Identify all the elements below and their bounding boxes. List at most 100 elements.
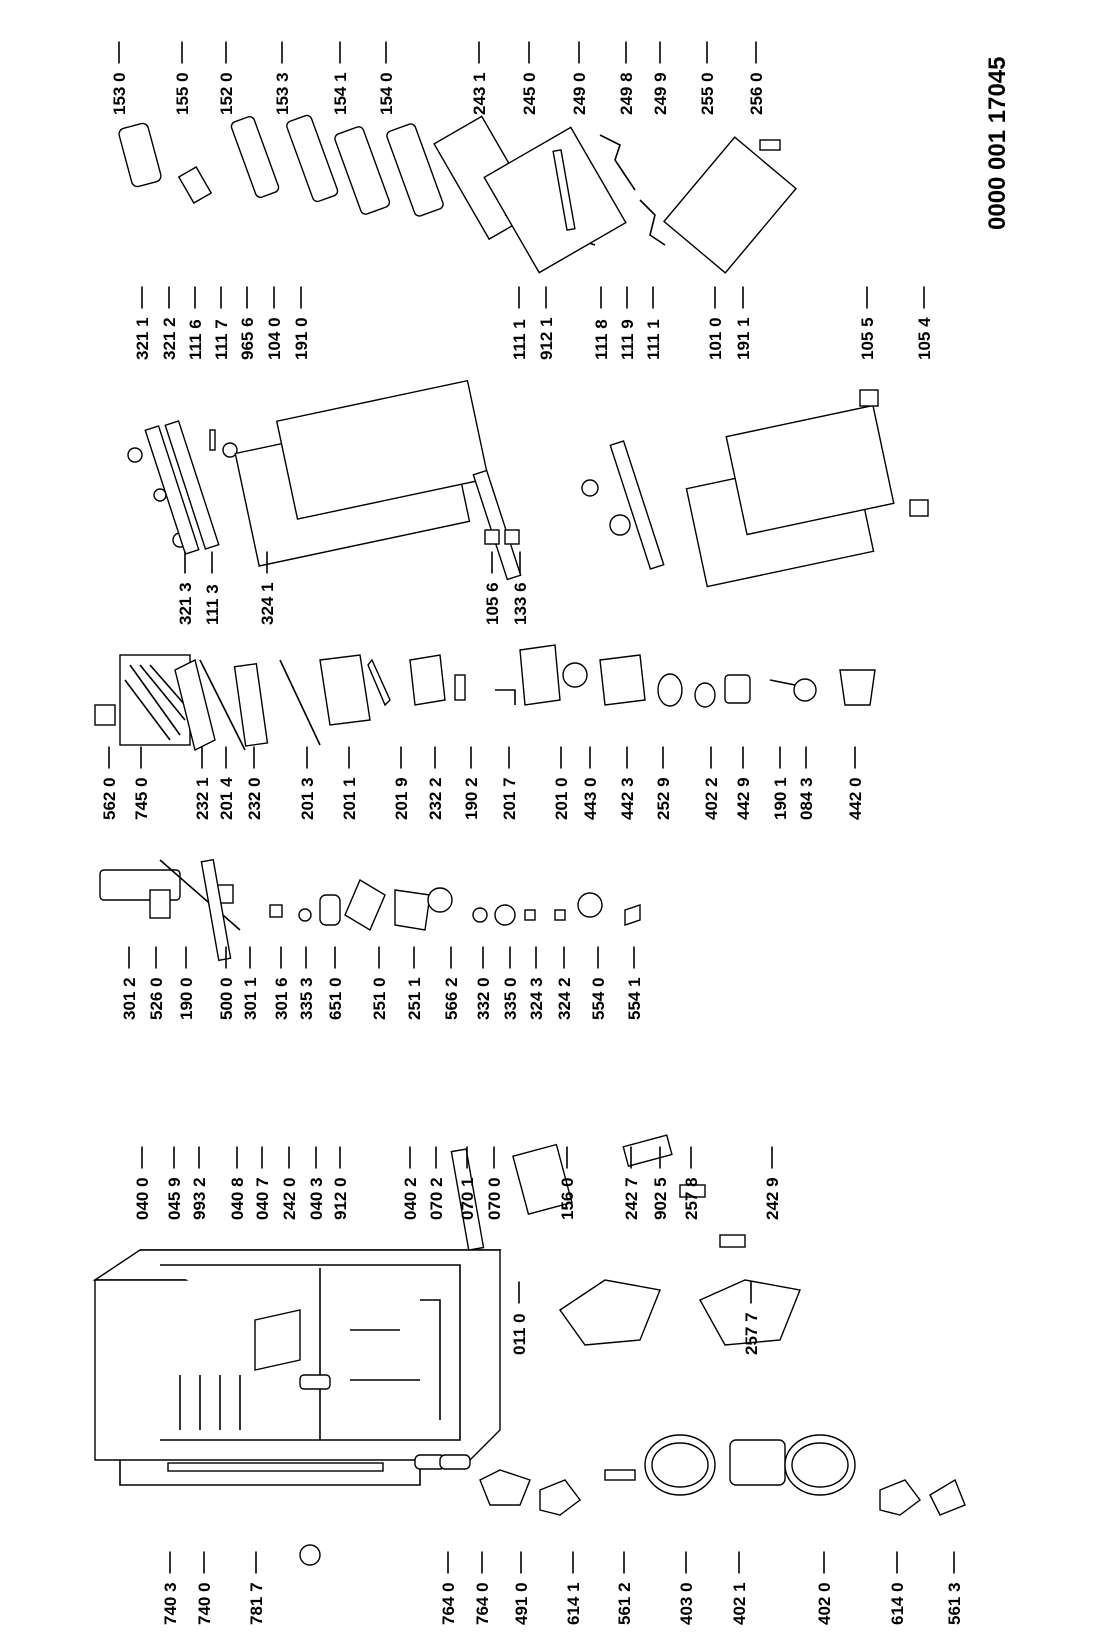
part-label: 154 1 (331, 72, 350, 115)
part-label: 442 3 (618, 777, 637, 820)
part-label: 242 9 (763, 1177, 782, 1220)
part-label: 040 3 (307, 1177, 326, 1220)
part-label: 402 0 (815, 1582, 834, 1625)
part-label: 491 0 (512, 1582, 531, 1625)
part-label: 993 2 (190, 1177, 209, 1220)
part-label: 500 0 (217, 977, 236, 1020)
part-label: 111 1 (510, 319, 529, 360)
part-label: 249 0 (570, 72, 589, 115)
part-label: 651 0 (326, 977, 345, 1020)
part-label: 111 3 (203, 584, 222, 625)
part-label: 335 3 (297, 977, 316, 1020)
part-label: 740 3 (161, 1582, 180, 1625)
part-label: 402 2 (702, 777, 721, 820)
part-label: 255 0 (698, 72, 717, 115)
leader-lines (108, 41, 955, 1574)
part-label: 154 0 (377, 72, 396, 115)
part-label: 561 2 (615, 1582, 634, 1625)
part-label: 111 8 (592, 319, 611, 360)
part-label: 402 1 (730, 1582, 749, 1625)
part-label: 324 1 (258, 582, 277, 625)
part-label: 156 0 (558, 1177, 577, 1220)
part-label: 105 6 (483, 582, 502, 625)
part-label: 321 1 (133, 317, 152, 360)
part-label: 011 0 (510, 1313, 529, 1355)
cabinet-body (92, 1249, 502, 1486)
part-label: 301 2 (120, 977, 139, 1020)
part-label: 040 8 (228, 1177, 247, 1220)
part-label: 045 9 (165, 1177, 184, 1220)
part-label: 252 9 (654, 777, 673, 820)
part-label: 614 1 (564, 1582, 583, 1625)
part-label: 201 7 (500, 777, 519, 820)
part-label: 912 0 (331, 1177, 350, 1220)
part-label: 561 3 (945, 1582, 964, 1625)
part-label: 111 1 (644, 319, 663, 360)
part-label: 190 0 (177, 977, 196, 1020)
part-label: 101 0 (706, 317, 725, 360)
part-label: 084 3 (797, 777, 816, 820)
part-label: 104 0 (265, 317, 284, 360)
part-label: 232 2 (426, 777, 445, 820)
part-label: 321 2 (160, 317, 179, 360)
part-labels: 740 3 740 0 781 7 764 0 764 0 491 0 614 1 561 2… (100, 72, 964, 1625)
part-label: 040 0 (133, 1177, 152, 1220)
hinge-parts (99, 858, 641, 962)
part-label: 153 0 (110, 72, 129, 115)
part-label: 554 1 (625, 977, 644, 1020)
document-number: 0000 001 17045 (984, 56, 1011, 230)
part-label: 111 9 (618, 319, 637, 360)
part-label: 191 1 (734, 317, 753, 360)
part-label: 251 0 (370, 977, 389, 1020)
part-label: 133 6 (511, 582, 530, 625)
part-label: 740 0 (195, 1582, 214, 1625)
part-label: 301 1 (241, 977, 260, 1020)
part-label: 105 5 (858, 317, 877, 360)
part-label: 256 0 (747, 72, 766, 115)
part-label: 070 2 (427, 1177, 446, 1220)
door-shelves (118, 114, 797, 274)
part-label: 111 6 (186, 319, 205, 360)
part-label: 249 9 (651, 72, 670, 115)
part-label: 562 0 (100, 777, 119, 820)
part-label: 526 0 (147, 977, 166, 1020)
part-label: 442 0 (846, 777, 865, 820)
part-label: 201 4 (217, 777, 236, 820)
part-label: 614 0 (888, 1582, 907, 1625)
part-label: 191 0 (292, 317, 311, 360)
part-label: 251 1 (405, 977, 424, 1020)
part-label: 301 6 (272, 977, 291, 1020)
part-label: 153 3 (273, 72, 292, 115)
left-column-parts (167, 1374, 966, 1566)
part-label: 070 1 (458, 1177, 477, 1220)
part-label: 257 7 (742, 1312, 761, 1355)
part-label: 332 0 (474, 977, 493, 1020)
part-label: 442 9 (734, 777, 753, 820)
evaporator-parts (94, 644, 876, 752)
crisper-parts (450, 1134, 801, 1346)
part-label: 566 2 (442, 977, 461, 1020)
part-label: 232 1 (193, 777, 212, 820)
part-label: 764 0 (473, 1582, 492, 1625)
part-label: 190 2 (462, 777, 481, 820)
part-label: 764 0 (439, 1582, 458, 1625)
part-label: 201 0 (552, 777, 571, 820)
part-label: 902 5 (651, 1177, 670, 1220)
part-label: 105 4 (915, 317, 934, 360)
part-label: 324 3 (527, 977, 546, 1020)
door-parts (127, 379, 929, 588)
part-label: 242 7 (622, 1177, 641, 1220)
part-label: 070 0 (485, 1177, 504, 1220)
part-label: 554 0 (589, 977, 608, 1020)
part-label: 245 0 (520, 72, 539, 115)
part-label: 781 7 (247, 1582, 266, 1625)
part-label: 040 2 (401, 1177, 420, 1220)
part-label: 324 2 (555, 977, 574, 1020)
part-label: 249 8 (617, 72, 636, 115)
part-label: 155 0 (173, 72, 192, 115)
part-label: 201 3 (298, 777, 317, 820)
part-label: 403 0 (677, 1582, 696, 1625)
part-label: 201 9 (392, 777, 411, 820)
part-label: 257 8 (682, 1177, 701, 1220)
